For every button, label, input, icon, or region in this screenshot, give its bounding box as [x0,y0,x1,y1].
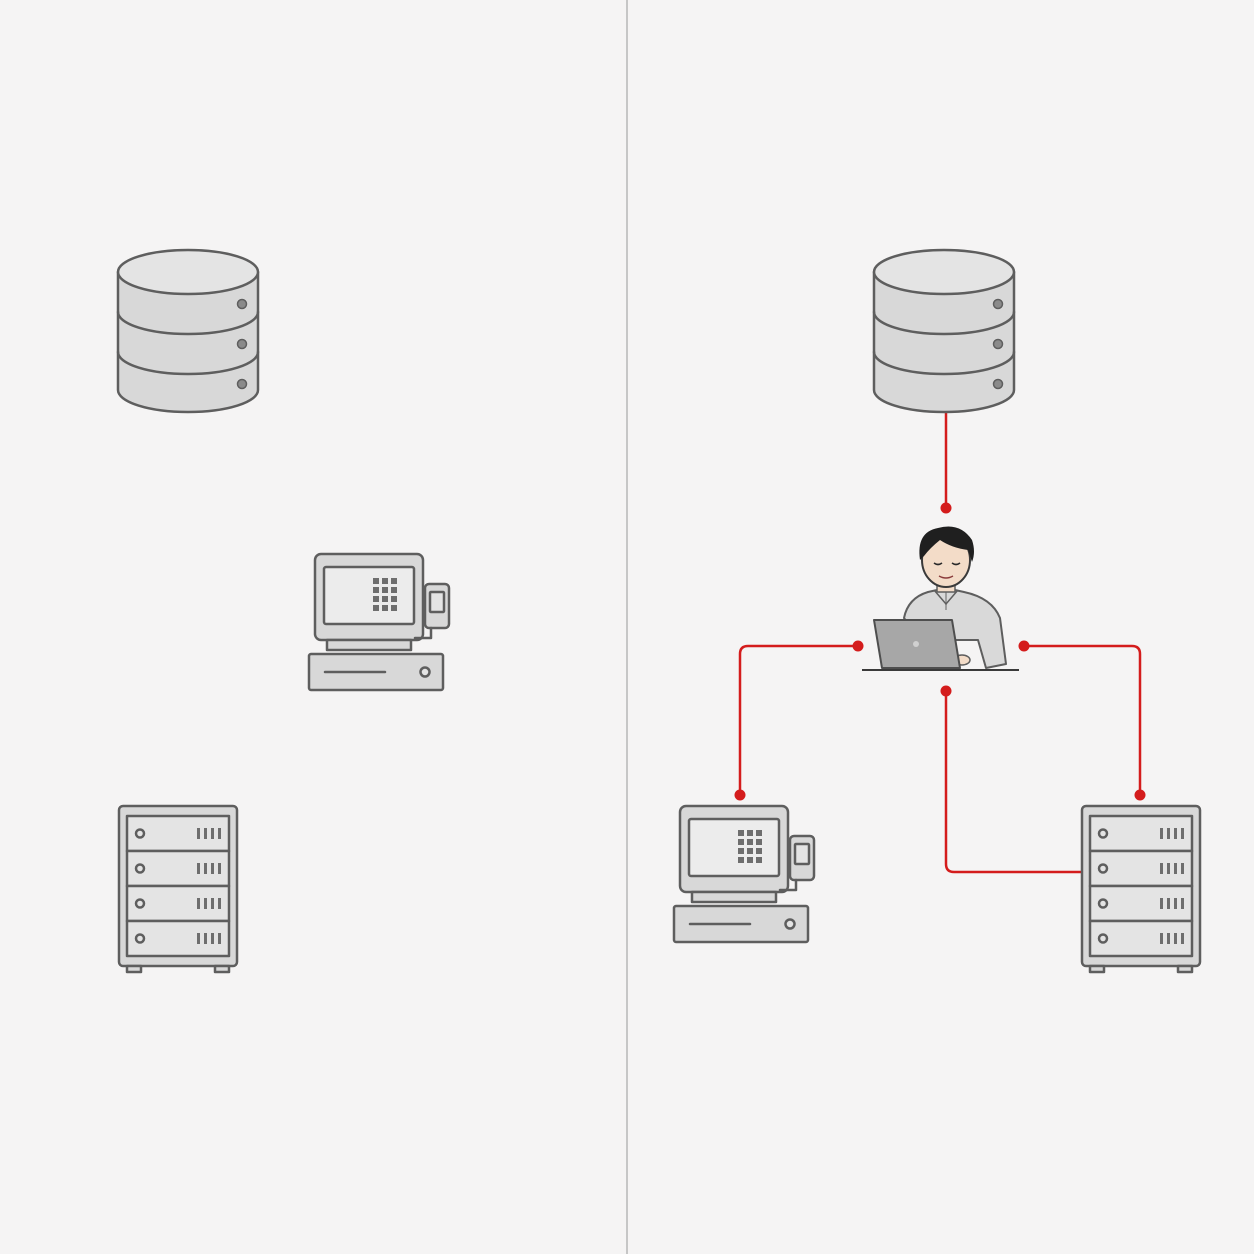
connector-server-operator [944,691,1083,874]
connector-dot [734,789,746,801]
server-rack-icon [117,804,239,974]
panel-connected [672,248,1202,974]
connector-operator-pos [738,644,858,795]
database-icon [116,248,260,414]
connector-endpoints [734,502,1146,801]
connector-lines [738,412,1142,874]
connector-dot [940,685,952,697]
database-icon [872,248,1016,414]
connector-operator-server [1024,644,1142,795]
connector-dot [852,640,864,652]
server-rack-icon [1080,804,1202,974]
person-at-laptop-icon [862,526,1019,671]
connector-dot [1018,640,1030,652]
connector-dot [940,502,952,514]
connector-dot [1134,789,1146,801]
